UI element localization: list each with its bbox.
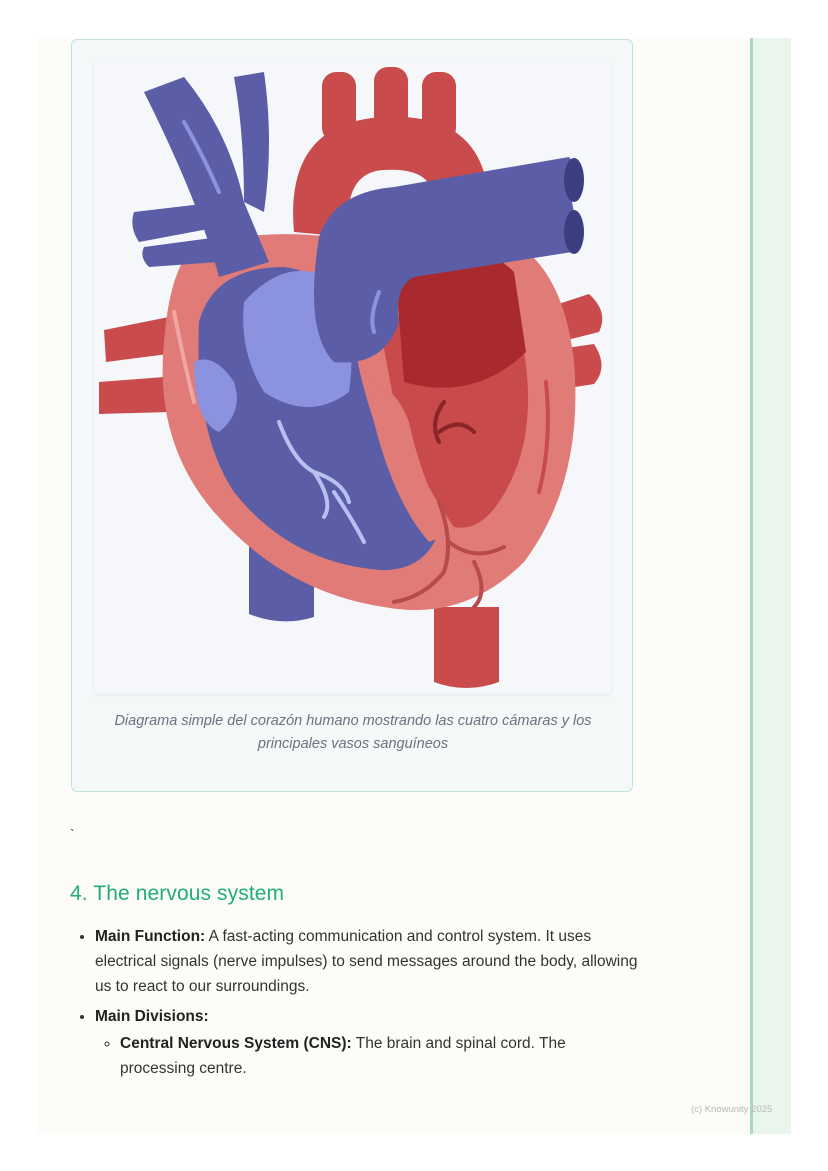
sub-bullet-list: Central Nervous System (CNS): The brain … xyxy=(95,1031,640,1081)
item-text: A fast-acting communication and control … xyxy=(95,928,638,995)
bullet-list: Main Function: A fast-acting communicati… xyxy=(70,924,640,1081)
figure-card: Diagrama simple del corazón humano mostr… xyxy=(71,39,633,792)
list-item-main-function: Main Function: A fast-acting communicati… xyxy=(95,924,640,999)
section-content: Main Function: A fast-acting communicati… xyxy=(70,924,640,1086)
side-panel xyxy=(750,38,791,1134)
item-label: Main Divisions: xyxy=(95,1008,209,1025)
sub-item-text: The brain and spinal cord. The processin… xyxy=(120,1035,566,1077)
list-item-main-divisions: Main Divisions: Central Nervous System (… xyxy=(95,1004,640,1081)
sub-list-item-cns: Central Nervous System (CNS): The brain … xyxy=(120,1031,640,1081)
section-heading: 4. The nervous system xyxy=(70,882,285,905)
footer-copyright: (c) Knowunity 2025 xyxy=(691,1104,773,1115)
figure-caption: Diagrama simple del corazón humano mostr… xyxy=(114,713,592,752)
item-label: Main Function: xyxy=(95,928,206,945)
sub-item-label: Central Nervous System (CNS): xyxy=(120,1035,352,1052)
stray-backtick: ` xyxy=(70,826,75,842)
heart-diagram-image xyxy=(94,62,611,694)
